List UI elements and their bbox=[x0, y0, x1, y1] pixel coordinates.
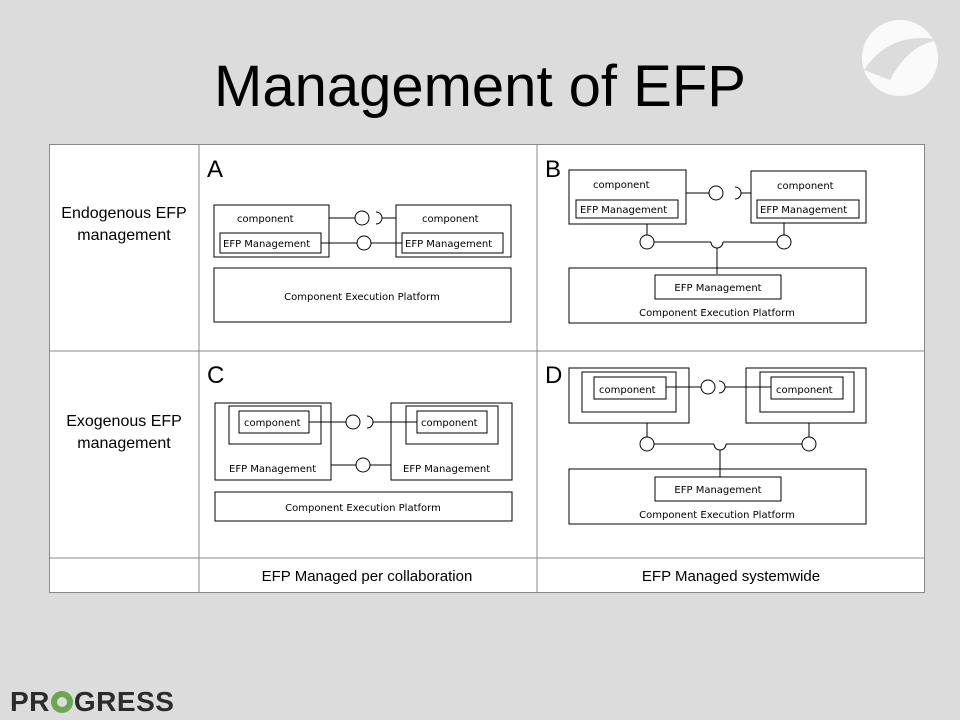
row-label-endogenous-1: Endogenous EFP bbox=[61, 205, 186, 222]
component-label: component bbox=[421, 418, 478, 429]
efp-management-label: EFP Management bbox=[580, 205, 667, 216]
logo-text-end: GRESS bbox=[73, 686, 175, 717]
efp-management-label: EFP Management bbox=[760, 205, 847, 216]
row-label-exogenous-1: Exogenous EFP bbox=[66, 413, 182, 430]
provided-interface-icon bbox=[354, 210, 370, 226]
platform-box bbox=[568, 267, 867, 324]
efp-management-label: EFP Management bbox=[223, 239, 310, 250]
required-interface-icon bbox=[734, 186, 742, 200]
platform-label: Component Execution Platform bbox=[639, 308, 795, 319]
efp-management-box bbox=[654, 476, 782, 502]
provided-interface-icon bbox=[345, 414, 361, 430]
component-wrapper bbox=[759, 371, 855, 413]
component-wrapper bbox=[405, 405, 499, 445]
panel-letter-c: C bbox=[207, 362, 224, 389]
efp-management-container bbox=[390, 402, 513, 481]
efp-management-label: EFP Management bbox=[405, 239, 492, 250]
component-box bbox=[395, 204, 512, 258]
provided-interface-icon bbox=[776, 234, 792, 250]
provided-interface-icon bbox=[801, 436, 817, 452]
logo-o-icon bbox=[50, 691, 73, 713]
row-label-endogenous-2: management bbox=[77, 227, 171, 244]
panel-d-diagram: component component EFP Management Compo… bbox=[568, 367, 867, 525]
progress-logo: PR GRESS bbox=[10, 688, 174, 716]
column-label-collaboration: EFP Managed per collaboration bbox=[262, 568, 473, 585]
component-box bbox=[568, 169, 687, 225]
efp-management-label: EFP Management bbox=[674, 283, 761, 294]
provided-interface-icon bbox=[639, 234, 655, 250]
component-label: component bbox=[244, 418, 301, 429]
provided-interface-icon bbox=[355, 457, 371, 473]
provided-interface-icon bbox=[708, 185, 724, 201]
efp-management-label: EFP Management bbox=[674, 485, 761, 496]
platform-label: Component Execution Platform bbox=[284, 292, 440, 303]
efp-management-label: EFP Management bbox=[403, 464, 490, 475]
component-box bbox=[750, 170, 867, 224]
swoosh-decoration bbox=[862, 20, 942, 96]
table-svg: Endogenous EFP management Exogenous EFP … bbox=[49, 144, 925, 593]
component-label: component bbox=[599, 385, 656, 396]
component-box bbox=[770, 376, 844, 400]
required-interface-icon bbox=[710, 241, 724, 249]
component-label: component bbox=[237, 214, 294, 225]
component-label: component bbox=[593, 180, 650, 191]
component-label: component bbox=[777, 181, 834, 192]
column-label-systemwide: EFP Managed systemwide bbox=[642, 568, 820, 585]
panel-b-diagram: component EFP Management component EFP M… bbox=[568, 169, 867, 324]
platform-box bbox=[213, 267, 512, 323]
efp-management-box bbox=[756, 199, 860, 219]
slide-title: Management of EFP bbox=[214, 54, 746, 119]
panel-a-diagram: component EFP Management component EFP M… bbox=[213, 204, 512, 323]
table-border bbox=[49, 144, 925, 593]
row-label-exogenous-2: management bbox=[77, 435, 171, 452]
efp-management-container bbox=[214, 402, 332, 481]
panel-letter-a: A bbox=[207, 156, 223, 183]
efp-management-table: Endogenous EFP management Exogenous EFP … bbox=[49, 144, 925, 593]
panel-c-diagram: component EFP Management component EFP M… bbox=[214, 402, 513, 522]
efp-management-label: EFP Management bbox=[229, 464, 316, 475]
component-box bbox=[213, 204, 330, 258]
component-box bbox=[593, 376, 667, 400]
efp-management-container bbox=[745, 367, 867, 424]
provided-interface-icon bbox=[700, 379, 716, 395]
provided-interface-icon bbox=[639, 436, 655, 452]
platform-box bbox=[568, 468, 867, 525]
logo-text-start: PR bbox=[10, 686, 50, 717]
efp-management-box bbox=[654, 274, 782, 300]
platform-label: Component Execution Platform bbox=[285, 503, 441, 514]
panel-letter-b: B bbox=[545, 156, 561, 183]
component-label: component bbox=[422, 214, 479, 225]
component-label: component bbox=[776, 385, 833, 396]
platform-label: Component Execution Platform bbox=[639, 510, 795, 521]
component-wrapper bbox=[581, 371, 677, 413]
component-wrapper bbox=[228, 405, 322, 445]
required-interface-icon bbox=[375, 211, 383, 225]
provided-interface-icon bbox=[356, 235, 372, 251]
efp-management-box bbox=[575, 199, 679, 219]
efp-management-container bbox=[568, 367, 690, 424]
panel-letter-d: D bbox=[545, 362, 562, 389]
platform-box bbox=[214, 491, 513, 522]
required-interface-icon bbox=[713, 443, 727, 451]
required-interface-icon bbox=[366, 415, 374, 429]
required-interface-icon bbox=[718, 380, 726, 394]
